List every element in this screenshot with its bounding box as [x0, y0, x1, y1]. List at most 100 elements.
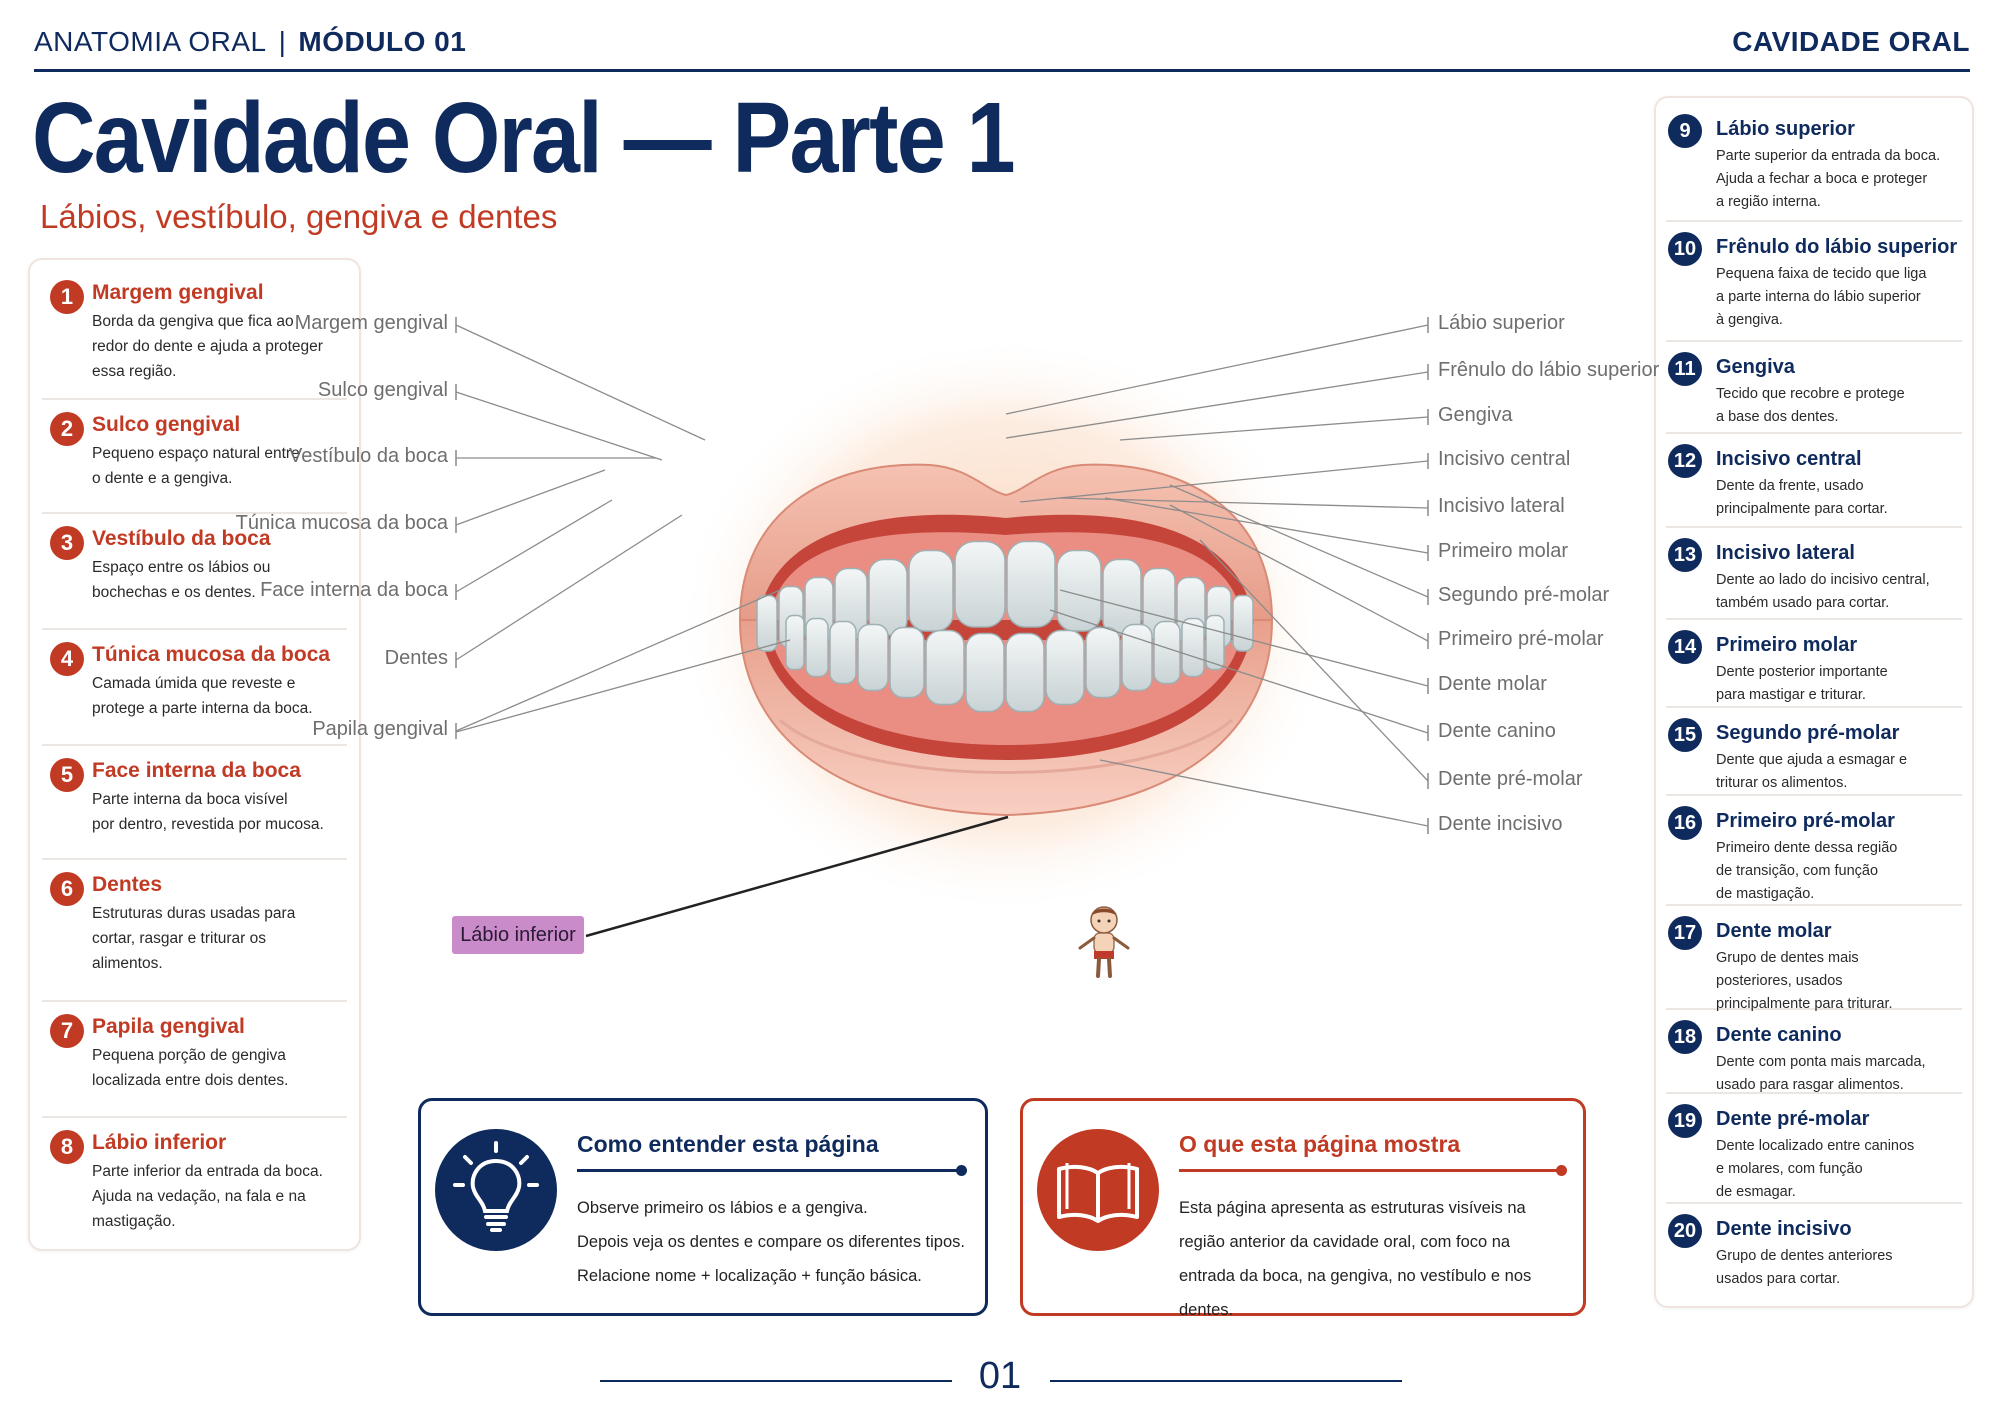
what-line: entrada da boca, na gengiva, no vestíbul…: [1179, 1267, 1532, 1319]
legend-description-line: protege a parte interna da boca.: [92, 700, 313, 717]
upper-tooth: [868, 558, 908, 636]
leader-line: [1119, 416, 1429, 441]
diagram-label-left: Face interna da boca: [260, 579, 448, 601]
legend-title: Dentes: [92, 873, 163, 896]
legend-number: 12: [1668, 444, 1702, 478]
legend-description: Parte superior da entrada da boca.Ajuda …: [1716, 145, 1962, 214]
diagram-label-left: Margem gengival: [294, 312, 448, 334]
legend-title: Primeiro molar: [1716, 634, 1858, 656]
legend-description-line: a parte interna do lábio superior: [1716, 289, 1921, 305]
legend-number: 7: [50, 1014, 84, 1048]
legend-title: Sulco gengival: [92, 413, 241, 436]
upper-tooth: [908, 549, 954, 632]
legend-title: Incisivo central: [1716, 448, 1862, 470]
diagram-label-right: Primeiro molar: [1438, 540, 1569, 562]
legend-number: 6: [50, 872, 84, 906]
legend-description-line: Pequena faixa de tecido que liga: [1716, 266, 1927, 282]
leader-line: [1099, 759, 1429, 827]
lower-tooth: [925, 629, 965, 706]
legend-number: 15: [1668, 718, 1702, 752]
upper-tooth: [756, 594, 778, 652]
lower-tooth: [1153, 620, 1181, 685]
leader-line: [1005, 371, 1429, 439]
how-line: Depois veja os dentes e compare os difer…: [577, 1233, 965, 1251]
leader-line: [1059, 589, 1429, 687]
legend-description-line: Ajuda a fechar a boca e proteger: [1716, 171, 1928, 187]
legend-description-line: Grupo de dentes anteriores: [1716, 1248, 1893, 1264]
footer-rule-right: [1050, 1380, 1402, 1382]
course-breadcrumb: ANATOMIA ORAL|MÓDULO 01: [34, 26, 466, 58]
diagram-label-left: Dentes: [384, 647, 448, 669]
breadcrumb-separator: |: [278, 26, 287, 57]
how-line: Observe primeiro os lábios e a gengiva.: [577, 1199, 868, 1217]
lower-tooth: [1085, 626, 1121, 699]
legend-description-line: usado para rasgar alimentos.: [1716, 1077, 1904, 1093]
legend-number: 18: [1668, 1020, 1702, 1054]
lower-tooth: [805, 617, 829, 678]
legend-number: 10: [1668, 232, 1702, 266]
legend-number: 8: [50, 1130, 84, 1164]
legend-description-line: essa região.: [92, 363, 177, 380]
legend-description-line: para mastigar e triturar.: [1716, 687, 1866, 703]
course-name: ANATOMIA ORAL: [34, 26, 267, 57]
legend-description-line: Estruturas duras usadas para: [92, 905, 296, 922]
legend-title: Frênulo do lábio superior: [1716, 236, 1958, 258]
leader-line: [1169, 504, 1429, 642]
diagram-label-right: Dente molar: [1438, 673, 1547, 695]
legend-description-line: Dente ao lado do incisivo central,: [1716, 572, 1930, 588]
legend-description-line: de mastigação.: [1716, 886, 1815, 902]
legend-number: 9: [1668, 114, 1702, 148]
lower-lip-contour: [779, 718, 1233, 774]
legend-title: Lábio superior: [1716, 118, 1855, 140]
legend-title: Margem gengival: [92, 281, 264, 304]
leader-line: [455, 391, 663, 461]
legend-description-line: triturar os alimentos.: [1716, 775, 1848, 791]
leader-line: [1049, 609, 1429, 734]
legend-description-line: a base dos dentes.: [1716, 409, 1839, 425]
legend-description-line: Borda da gengiva que fica ao: [92, 313, 294, 330]
legend-number: 5: [50, 758, 84, 792]
legend-number: 19: [1668, 1104, 1702, 1138]
leader-line: [1199, 539, 1429, 782]
legend-description-line: mastigação.: [92, 1213, 176, 1230]
legend-description-line: redor do dente e ajuda a proteger: [92, 338, 323, 355]
how-line: Relacione nome + localização + função bá…: [577, 1267, 922, 1285]
diagram-label-right: Segundo pré-molar: [1438, 584, 1610, 606]
legend-description-line: Dente localizado entre caninos: [1716, 1138, 1915, 1154]
legend-description-line: Grupo de dentes mais: [1716, 950, 1859, 966]
lower-tooth: [1045, 629, 1085, 706]
leader-line: [1005, 324, 1429, 415]
legend-number: 3: [50, 526, 84, 560]
upper-tooth: [1006, 540, 1056, 628]
legend-title: Dente canino: [1716, 1024, 1842, 1046]
what-page-shows-text: Esta página apresenta as estruturas visí…: [1179, 1191, 1583, 1327]
lower-tooth: [857, 623, 889, 692]
legend-title: Face interna da boca: [92, 759, 301, 782]
legend-description-line: o dente e a gengiva.: [92, 470, 233, 487]
legend-description-line: principalmente para cortar.: [1716, 501, 1888, 517]
lower-lip-leader-line: [585, 815, 1009, 938]
legend-description: Borda da gengiva que fica ao redor do den…: [92, 309, 347, 384]
legend-description-line: à gengiva.: [1716, 312, 1783, 328]
lower-tooth: [889, 626, 925, 699]
child-figure-icon: [1078, 906, 1130, 978]
leader-line: [455, 514, 683, 661]
legend-description-line: Dente com ponta mais marcada,: [1716, 1054, 1926, 1070]
